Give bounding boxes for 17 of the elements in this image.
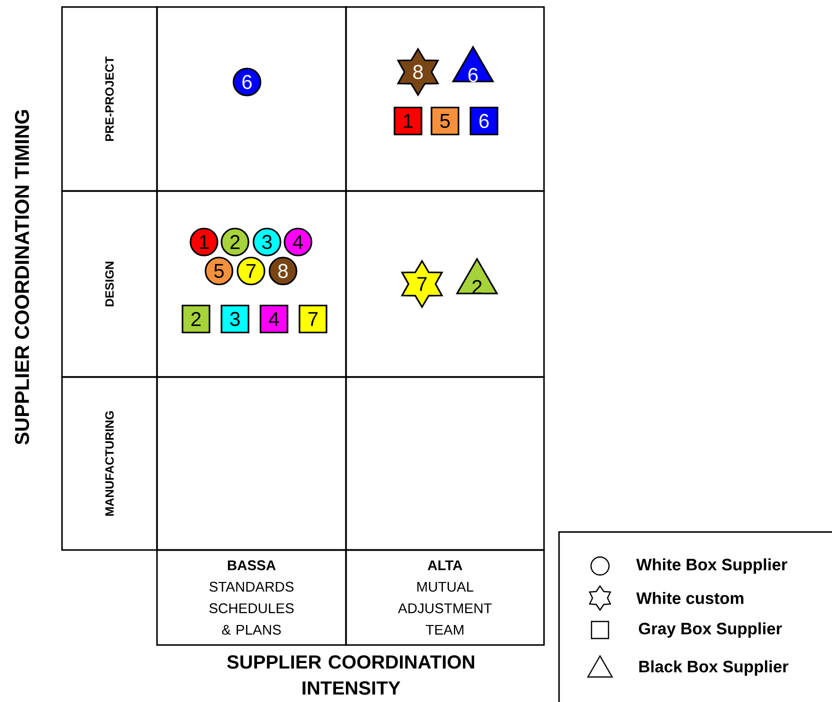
column-header-cell: ALTA MUTUAL ADJUSTMENT TEAM: [345, 549, 545, 646]
column-header-cell: BASSA STANDARDS SCHEDULES & PLANS: [156, 549, 347, 646]
matrix-cell: [156, 6, 347, 192]
axis-title: SUPPLIER COORDINATION INTENSITY: [227, 655, 474, 695]
matrix-cell: [345, 6, 545, 192]
row-header-cell: DESIGN: [61, 190, 158, 378]
row-header-cell: PRE-PROJECT: [61, 6, 158, 192]
matrix-cell: [345, 190, 545, 378]
matrix-cell: [156, 190, 347, 378]
legend-text: Black Box Supplier: [639, 660, 788, 676]
legend-text: White Box Supplier: [636, 558, 788, 574]
matrix-cell: [156, 376, 347, 551]
row-header-cell: MANUFACTURING: [61, 376, 158, 551]
matrix-cell: [345, 376, 545, 551]
legend-text: Gray Box Supplier: [638, 622, 782, 638]
legend-text: White custom: [636, 592, 744, 604]
axis-title: SUPPLIER COORDINATION TIMING: [14, 110, 30, 445]
